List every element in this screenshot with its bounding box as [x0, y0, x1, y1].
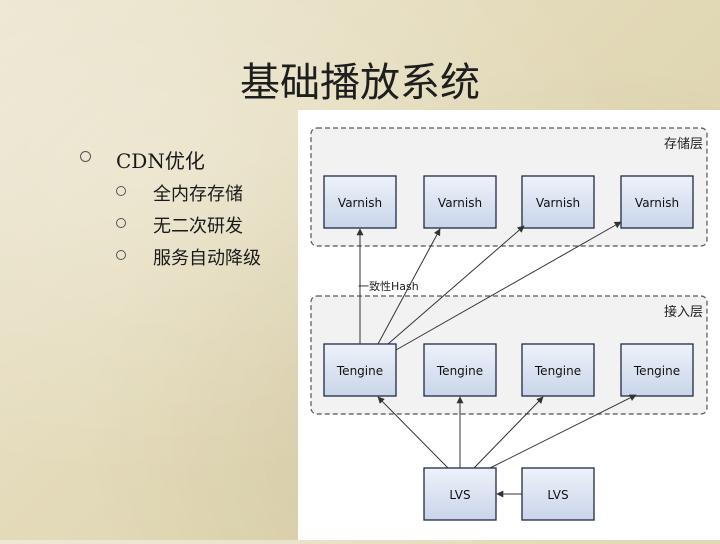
varnish-node: Varnish — [323, 175, 397, 229]
varnish-node-label: Varnish — [338, 196, 382, 210]
hash-arrow — [387, 225, 525, 345]
sub-bullet-text: 服务自动降级 — [153, 248, 261, 269]
storage-layer-box — [310, 127, 708, 247]
tengine-node-label: Tengine — [436, 364, 483, 378]
sub-bullet: 无二次研发 — [116, 212, 296, 237]
sub-bullet: 服务自动降级 — [116, 244, 296, 269]
circle-bullet-icon — [116, 218, 126, 228]
storage-layer-label: 存储层 — [664, 137, 703, 152]
tengine-node: Tengine — [521, 343, 595, 397]
tengine-node-label: Tengine — [633, 364, 680, 378]
lvs-node: LVS — [521, 467, 595, 521]
circle-bullet-icon — [116, 186, 126, 196]
varnish-node-label: Varnish — [536, 196, 580, 210]
slide-title: 基础播放系统 — [240, 60, 480, 106]
sub-bullet: 全内存存储 — [116, 180, 296, 205]
varnish-node: Varnish — [521, 175, 595, 229]
sub-bullet-text: 无二次研发 — [153, 216, 243, 237]
bullet-text: CDN优化 — [116, 149, 205, 173]
architecture-diagram: 存储层 接入层 Varnish Varnish Varnish Varnish … — [298, 110, 720, 540]
varnish-node-label: Varnish — [635, 196, 679, 210]
lvs-arrow — [377, 396, 449, 469]
lvs-arrow — [473, 396, 544, 469]
tengine-node-label: Tengine — [336, 364, 383, 378]
varnish-node: Varnish — [620, 175, 694, 229]
lvs-node-label: LVS — [449, 488, 470, 502]
sub-bullet-text: 全内存存储 — [153, 184, 243, 205]
lvs-arrow — [489, 394, 637, 469]
circle-bullet-icon — [80, 151, 91, 162]
circle-bullet-icon — [116, 250, 126, 260]
tengine-node: Tengine — [423, 343, 497, 397]
lvs-node-label: LVS — [547, 488, 568, 502]
lvs-node: LVS — [423, 467, 497, 521]
architecture-diagram-svg: 存储层 接入层 Varnish Varnish Varnish Varnish … — [310, 127, 708, 521]
tengine-node-label: Tengine — [534, 364, 581, 378]
varnish-node-label: Varnish — [438, 196, 482, 210]
bullet-cdn: CDN优化 — [80, 145, 280, 173]
hash-label: 一致性Hash — [358, 279, 419, 293]
hash-arrow — [377, 228, 441, 345]
hash-arrow — [395, 221, 622, 351]
tengine-node: Tengine — [323, 343, 397, 397]
varnish-node: Varnish — [423, 175, 497, 229]
tengine-node: Tengine — [620, 343, 694, 397]
access-layer-label: 接入层 — [664, 304, 703, 320]
